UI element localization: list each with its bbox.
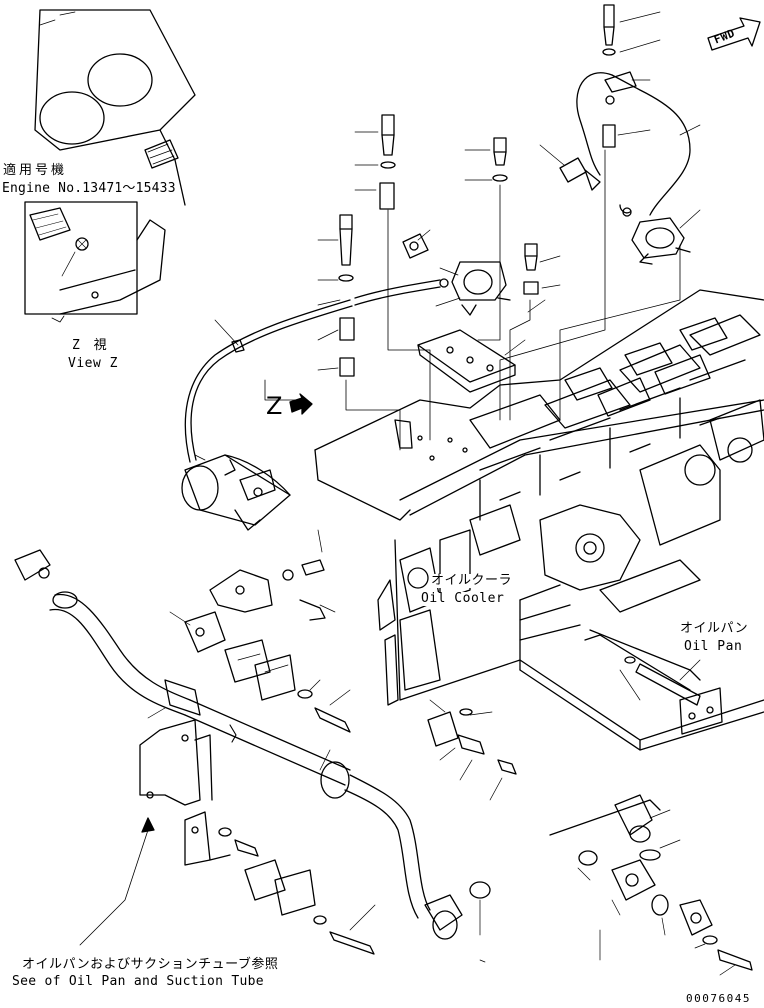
view-z-arrow (289, 393, 313, 415)
oil-line-left (14, 549, 463, 940)
oil-pan-label-jp: オイルパン (680, 621, 749, 636)
oil-cooler-label-jp: オイルクーラ (430, 573, 514, 588)
lower-bracket (139, 719, 376, 955)
view-z-detail-box (24, 201, 166, 323)
cylinder-block-corner (34, 9, 196, 206)
applicable-serial-jp: 適用号機 (3, 163, 68, 178)
harness-center (354, 229, 511, 316)
assembly-leader-lines (264, 149, 681, 451)
reference-arrow (79, 817, 155, 946)
relay-right (631, 209, 701, 265)
bottom-right-fittings (469, 794, 753, 976)
reference-note-en: See of Oil Pan and Suction Tube (12, 974, 264, 989)
applicable-serial-en: Engine No.13471～15433 (2, 181, 176, 196)
view-z-en: View Z (68, 356, 118, 371)
oil-pan (519, 629, 764, 751)
starter-cable (184, 299, 353, 463)
wire-harness-upper (576, 71, 701, 217)
oil-cooler-label-en: Oil Cooler (420, 591, 506, 606)
oil-pan-label-en: Oil Pan (684, 639, 743, 654)
bolts-center-upper (317, 114, 587, 377)
starter-motor (181, 454, 291, 531)
view-z-marker: Z (266, 392, 283, 420)
view-z-jp: Z 視 (72, 338, 110, 353)
reference-note-jp: オイルパンおよびサクションチューブ参照 (22, 957, 279, 972)
drawing-number: 00076045 (686, 992, 751, 1005)
bolt-stack-right (602, 4, 661, 148)
engine-block (314, 289, 764, 706)
fwd-arrow (707, 17, 761, 51)
bracket-plate-center (417, 329, 526, 393)
oil-sensors (427, 699, 517, 801)
starter-brackets (169, 529, 351, 733)
